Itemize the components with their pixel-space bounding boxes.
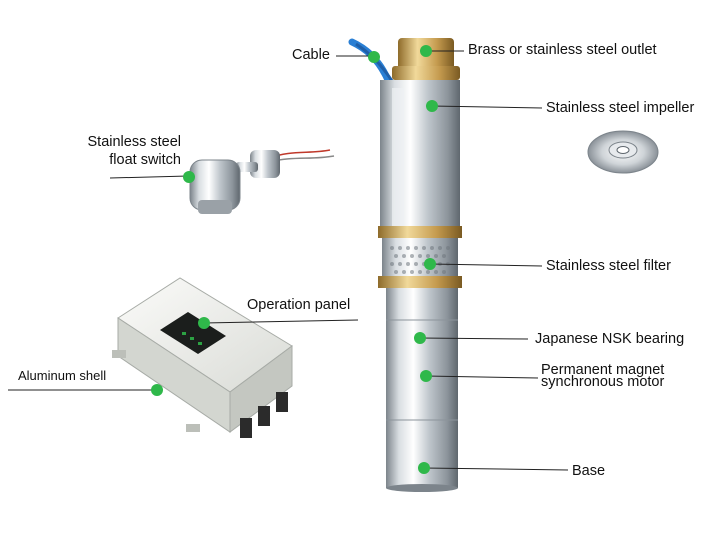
label-aluminum-shell: Aluminum shell xyxy=(18,368,107,383)
submersible-pump xyxy=(348,38,462,492)
label-outlet: Brass or stainless steel outlet xyxy=(468,42,657,58)
label-motor-line2: synchronous motor xyxy=(541,374,665,390)
marker-motor xyxy=(420,370,432,382)
label-base: Base xyxy=(572,463,606,479)
label-filter: Stainless steel filter xyxy=(546,258,671,274)
marker-float-switch xyxy=(183,171,195,183)
marker-bearing xyxy=(414,332,426,344)
label-bearing: Japanese NSK bearing xyxy=(535,331,685,347)
label-float-switch-line2: float switch xyxy=(109,152,181,168)
controller-box xyxy=(112,277,293,438)
marker-filter xyxy=(424,258,436,270)
label-motor: Permanent magnet synchronous motor xyxy=(541,362,665,390)
marker-operation-panel xyxy=(198,317,210,329)
operation-panel-screen xyxy=(160,312,226,354)
marker-base xyxy=(418,462,430,474)
label-impeller: Stainless steel impeller xyxy=(546,100,695,116)
marker-impeller xyxy=(426,100,438,112)
label-operation-panel: Operation panel xyxy=(247,297,351,313)
marker-outlet xyxy=(420,45,432,57)
label-float-switch-line1: Stainless steel xyxy=(87,134,182,150)
marker-aluminum-shell xyxy=(151,384,163,396)
label-motor-line1: Permanent magnet xyxy=(541,362,665,378)
label-float-switch: Stainless steel float switch xyxy=(60,134,182,168)
float-switch xyxy=(189,149,335,214)
callout-markers xyxy=(151,45,438,474)
pump-base xyxy=(386,470,458,488)
pump-motor-body xyxy=(386,288,458,488)
leader-lines xyxy=(8,50,569,471)
marker-cable xyxy=(368,51,380,63)
impeller-disc xyxy=(587,130,659,174)
label-cable: Cable xyxy=(292,47,330,63)
